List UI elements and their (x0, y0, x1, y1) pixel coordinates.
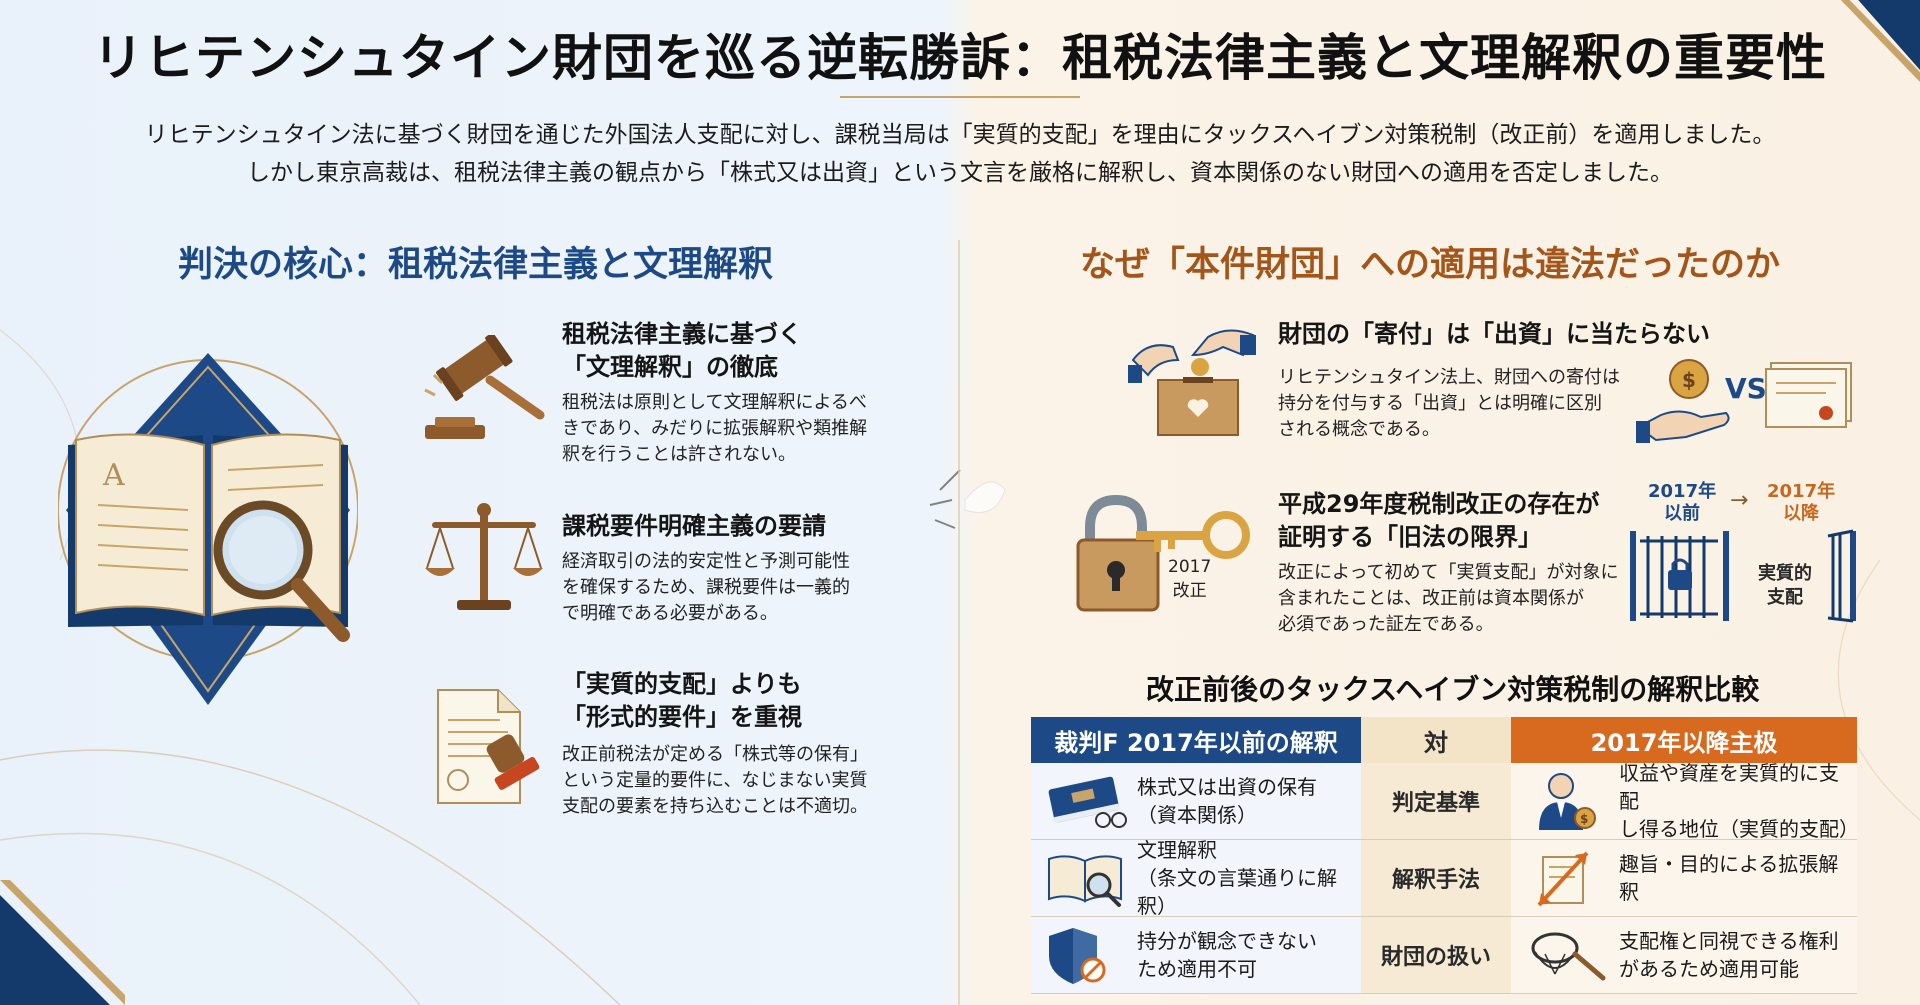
page-title: リヒテンシュタイン財団を巡る逆転勝訴：租税法律主義と文理解釈の重要性 (93, 29, 1827, 87)
row1-criterion: 判定基準 (1361, 763, 1511, 839)
intro-line-1: リヒテンシュタイン法に基づく財団を通じた外国法人支配に対し、課税当局は「実質的支… (144, 122, 1776, 148)
arrow-right-icon: → (1730, 488, 1749, 513)
gate-label: 実質的支配 (1758, 563, 1812, 608)
header-versus: 対 (1361, 717, 1511, 763)
shield-block-icon (1049, 928, 1106, 984)
row2-after-text: 趣旨・目的による拡張解釈 (1619, 852, 1839, 904)
row3-after-text: 支配権と同視できる権利があるため適用可能 (1619, 929, 1839, 981)
row3-before-text: 持分が観念できないため適用不可 (1137, 929, 1317, 981)
corner-accent-navy-bottom (0, 895, 110, 1005)
document-stamp-icon (437, 689, 540, 804)
left-item-1-heading: 租税法律主義に基づく「文理解釈」の徹底 (562, 320, 802, 381)
coin-vs-certificate-icon: $ (1636, 359, 1852, 443)
center-divider (958, 240, 960, 1005)
right-item-1-heading: 財団の「寄付」は「出資」に当たらない (1278, 320, 1710, 348)
left-item-2-body: 経済取引の法的安定性と予測可能性を確保するため、課税要件は一義的で明確である必要… (562, 551, 850, 624)
left-item-1-body: 租税法は原則として文理解釈によるべきであり、みだりに拡張解釈や類推解釈を行うこと… (562, 392, 868, 465)
svg-text:$: $ (1580, 812, 1588, 826)
vs-label: VS (1725, 372, 1767, 405)
right-item-2-heading: 平成29年度税制改正の存在が証明する「旧法の限界」 (1278, 490, 1600, 551)
title-underline (840, 96, 1080, 98)
table-row: 持分が観念できないため適用不可 財団の扱い 支配権と同視できる権利があるため適用… (1031, 917, 1857, 994)
before-2017-label: 2017年以前 (1648, 481, 1717, 524)
right-item-2-body: 改正によって初めて「実質支配」が対象に含まれたことは、改正前は資本関係が必須であ… (1278, 562, 1619, 635)
padlock-key-icon (1076, 495, 1250, 612)
left-item-3-body: 改正前税法が定める「株式等の保有」という定量的要件に、なじまない実質支配の要素を… (562, 744, 868, 817)
svg-text:$: $ (1682, 368, 1696, 392)
left-item-2-heading: 課税要件明確主義の要請 (562, 512, 826, 540)
donation-box-icon (1128, 329, 1256, 436)
left-item-3-heading: 「実質的支配」よりも「形式的要件」を重視 (562, 670, 802, 731)
table-row: 株式又は出資の保有（資本関係） 判定基準 $ 収益や資産を実質的に支配し得る地位… (1031, 761, 1859, 841)
left-section-title: 判決の核心：租税法律主義と文理解釈 (178, 245, 774, 285)
scales-icon (425, 503, 543, 610)
expand-document-icon (1537, 851, 1589, 907)
right-section-title: なぜ「本件財団」への適用は違法だったのか (1080, 245, 1781, 285)
row3-criterion: 財団の扱い (1361, 917, 1511, 993)
book-letter: A (102, 458, 125, 493)
right-item-1-body: リヒテンシュタイン法上、財団への寄付は持分を付与する「出資」とは明確に区別される… (1278, 367, 1620, 440)
center-sparkle-icon (929, 469, 1006, 529)
comparison-table: 裁判F 2017年以前の解釈 対 2017年以降主极 株式又は出資の保有（資本関… (1031, 717, 1859, 994)
businessman-icon: $ (1539, 773, 1596, 830)
header-after: 2017年以降主极 (1511, 717, 1857, 763)
book-magnifier-small-icon (1048, 855, 1122, 907)
law-book-icon (1048, 776, 1127, 828)
row2-criterion: 解釈手法 (1361, 840, 1511, 916)
row1-before-text: 株式又は出資の保有（資本関係） (1137, 775, 1317, 827)
book-magnifier-icon: A (58, 353, 358, 705)
net-icon (1531, 932, 1606, 981)
after-2017-label: 2017年以降 (1767, 481, 1836, 524)
table-row: 文理解釈（条文の言葉通りに解釈） 解釈手法 趣旨・目的による拡張解釈 (1031, 838, 1857, 918)
header-before: 裁判F 2017年以前の解釈 (1031, 717, 1361, 763)
gavel-icon (424, 335, 545, 439)
row2-before-text: 文理解釈（条文の言葉通りに解釈） (1137, 838, 1337, 918)
comparison-title: 改正前後のタックスヘイブン対策税制の解釈比較 (1146, 673, 1760, 706)
intro-text: リヒテンシュタイン法に基づく財団を通じた外国法人支配に対し、課税当局は「実質的支… (0, 116, 1920, 192)
intro-line-2: しかし東京高裁は、租税法律主義の観点から「株式又は出資」という文言を厳格に解釈し… (247, 160, 1673, 186)
row1-after-text: 収益や資産を実質的に支配し得る地位（実質的支配） (1619, 761, 1859, 841)
table-header: 裁判F 2017年以前の解釈 対 2017年以降主极 (1031, 717, 1857, 763)
gate-icon (1630, 529, 1856, 623)
